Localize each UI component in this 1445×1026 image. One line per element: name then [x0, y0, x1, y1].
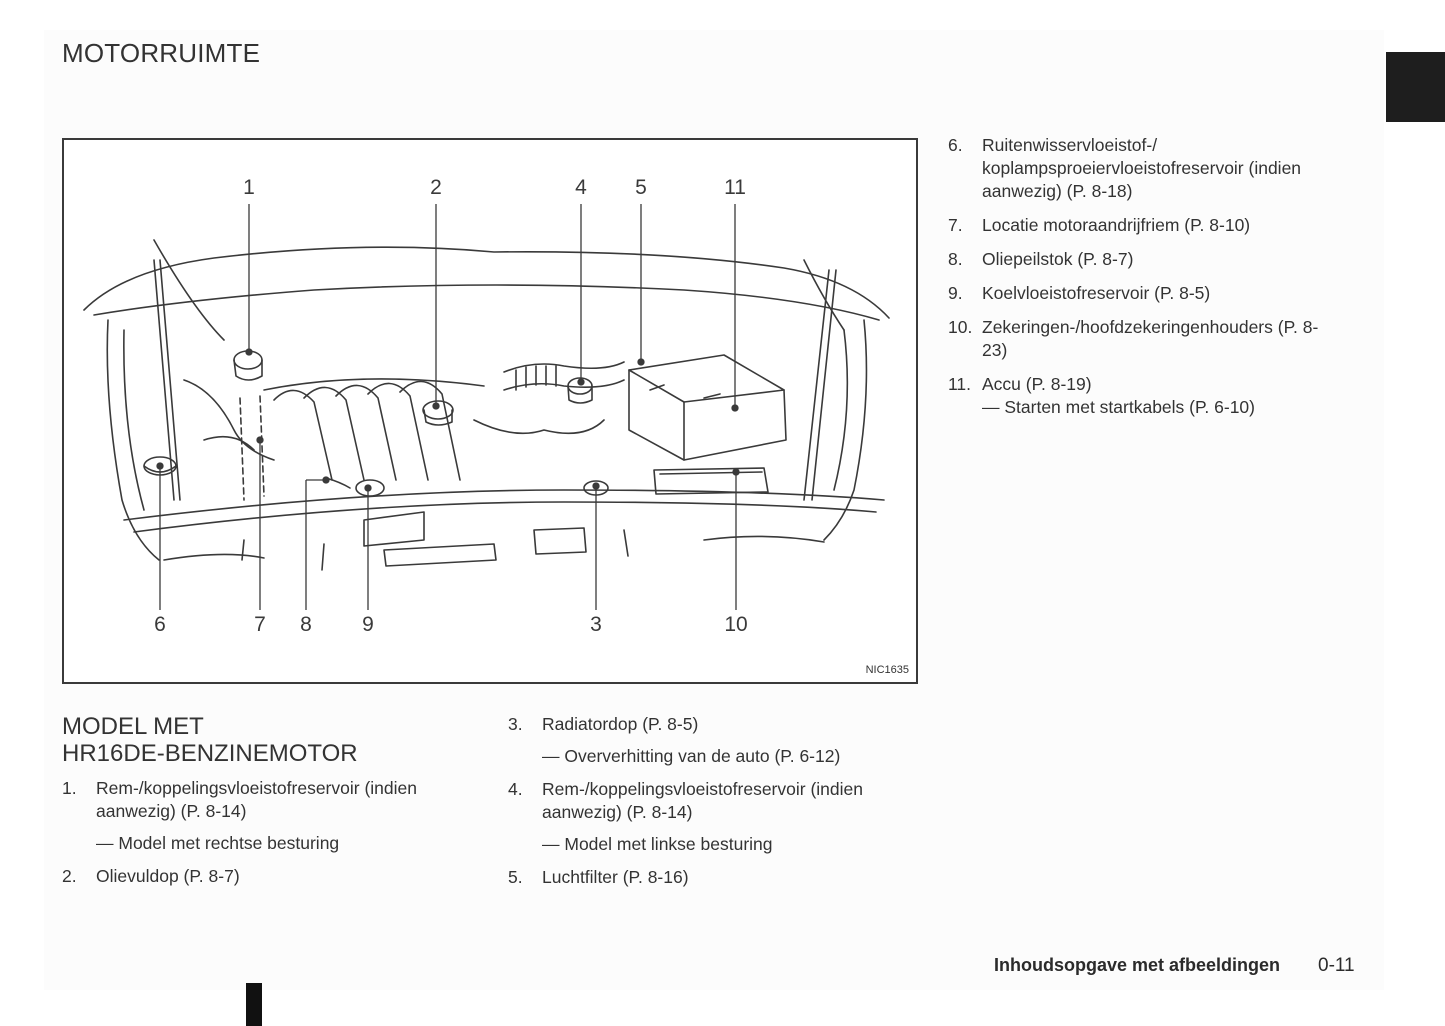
callout-6: 6 [154, 613, 166, 636]
model-heading: MODEL MET HR16DE-BENZINEMOTOR [62, 713, 358, 767]
list-item: 7.Locatie motoraandrijfriem (P. 8-10) [948, 215, 1251, 235]
list-item: 6.Ruitenwisservloeistof-/ koplampsproeie… [948, 135, 1302, 201]
callout-10: 10 [724, 613, 748, 636]
list-subitem: — Starten met startkabels (P. 6-10) [982, 397, 1255, 417]
list-item: 4.Rem-/koppelingsvloeistofreservoir (ind… [508, 778, 898, 856]
bottom-marker [246, 983, 262, 1026]
list-subitem: — Model met rechtse besturing [96, 833, 340, 853]
page-title: MOTORRUIMTE [62, 38, 261, 68]
footer-page-number: 0-11 [1318, 955, 1355, 976]
callout-4: 4 [575, 176, 587, 199]
list-item: 5.Luchtfilter (P. 8-16) [508, 867, 689, 887]
callout-2: 2 [430, 176, 442, 199]
list-item: 8.Oliepeilstok (P. 8-7) [948, 249, 1134, 269]
list-item: 1.Rem-/koppelingsvloeistofreservoir (ind… [62, 777, 452, 855]
right-item-list: 6.Ruitenwisservloeistof-/ koplampsproeie… [948, 134, 1328, 430]
figure-code: NIC1635 [865, 664, 909, 676]
middle-item-list: 3.Radiatordop (P. 8-5)— Oververhitting v… [508, 713, 898, 899]
callout-7: 7 [254, 613, 266, 636]
list-subitem: — Oververhitting van de auto (P. 6-12) [542, 746, 841, 766]
chapter-tab [1386, 52, 1445, 122]
engine-compartment-figure: 1 2 4 5 11 6 7 8 9 3 10 NIC1635 [62, 138, 918, 684]
list-item: 10.Zekeringen-/hoofdzekeringenhouders (P… [948, 317, 1319, 360]
callout-11: 11 [724, 176, 746, 199]
callout-9: 9 [362, 613, 374, 636]
callout-8: 8 [300, 613, 312, 636]
callout-1: 1 [243, 176, 255, 199]
callout-5: 5 [635, 176, 647, 199]
footer-section-label: Inhoudsopgave met afbeeldingen [994, 955, 1281, 975]
list-item: 3.Radiatordop (P. 8-5)— Oververhitting v… [508, 713, 898, 768]
list-item: 2.Olievuldop (P. 8-7) [62, 866, 240, 886]
list-item: 9.Koelvloeistofreservoir (P. 8-5) [948, 283, 1211, 303]
engine-illustration [83, 204, 890, 610]
list-subitem: — Model met linkse besturing [542, 834, 773, 854]
callout-3: 3 [590, 613, 602, 636]
left-item-list: 1.Rem-/koppelingsvloeistofreservoir (ind… [62, 777, 452, 898]
list-item: 11.Accu (P. 8-19)— Starten met startkabe… [948, 373, 1328, 419]
